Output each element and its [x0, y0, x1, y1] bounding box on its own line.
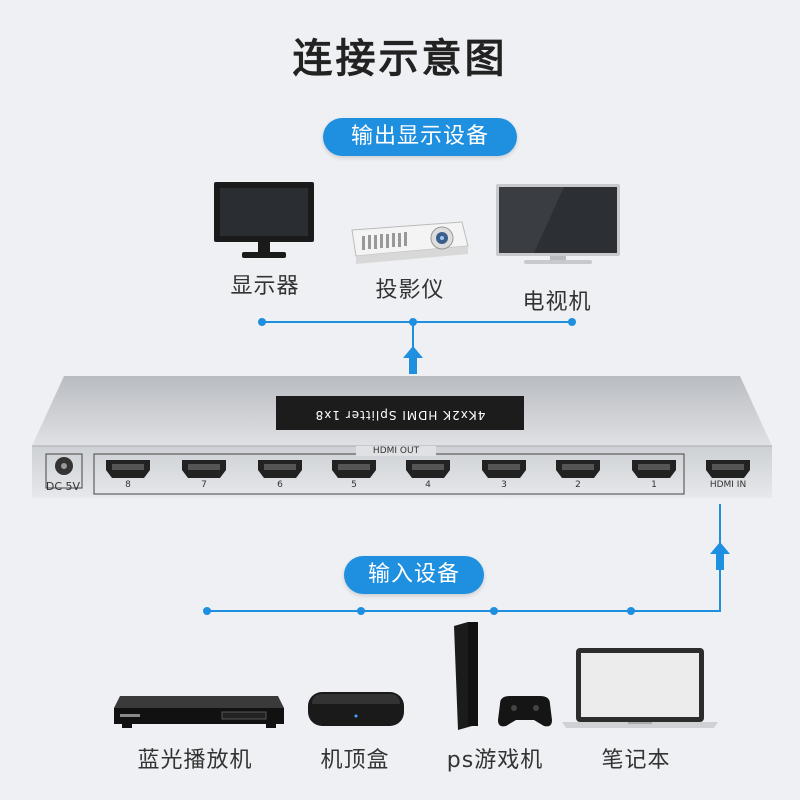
up-arrow-icon — [710, 542, 730, 570]
input-devices-label: 输入设备 — [344, 556, 484, 594]
set-top-box-icon — [304, 688, 408, 732]
hdmi-out-port-6 — [256, 458, 304, 484]
port-label-7: 7 — [201, 480, 207, 490]
tv-icon — [494, 182, 622, 266]
input-riser-line — [719, 568, 721, 612]
port-label-4: 4 — [425, 480, 431, 490]
hdmi-out-label: HDMI OUT — [356, 446, 436, 456]
input-node-bluray — [203, 607, 211, 615]
port-label-1: 1 — [651, 480, 657, 490]
output-device-label-projector: 投影仪 — [375, 278, 445, 303]
hdmi-out-port-3 — [480, 458, 528, 484]
input-device-label-ps: ps游戏机 — [446, 748, 544, 773]
input-device-label-laptop: 笔记本 — [601, 748, 671, 773]
input-node-ps — [490, 607, 498, 615]
power-label: DC 5V — [45, 480, 81, 493]
output-device-label-monitor: 显示器 — [230, 274, 300, 299]
port-label-8: 8 — [125, 480, 131, 490]
input-device-label-settopbox: 机顶盒 — [320, 748, 390, 773]
port-label-5: 5 — [351, 480, 357, 490]
hdmi-out-port-7 — [180, 458, 228, 484]
output-node-tv — [568, 318, 576, 326]
output-device-label-tv: 电视机 — [522, 290, 592, 315]
hdmi-in-label: HDMI IN — [709, 480, 747, 490]
hdmi-out-port-8 — [104, 458, 152, 484]
hdmi-out-port-1 — [630, 458, 678, 484]
splitter-model-label: 4Kx2K HDMI Splitter 1x8 — [314, 408, 486, 422]
port-label-3: 3 — [501, 480, 507, 490]
input-device-label-bluray: 蓝光播放机 — [137, 748, 253, 773]
hdmi-out-port-4 — [404, 458, 452, 484]
bluray-player-icon — [112, 694, 286, 730]
page-title: 连接示意图 — [292, 36, 508, 82]
hdmi-out-port-2 — [554, 458, 602, 484]
output-connection-line — [262, 321, 573, 323]
input-node-settopbox — [357, 607, 365, 615]
output-node-monitor — [258, 318, 266, 326]
port-label-6: 6 — [277, 480, 283, 490]
hdmi-out-port-5 — [330, 458, 378, 484]
input-down-line — [719, 504, 721, 544]
output-devices-label: 输出显示设备 — [323, 118, 517, 156]
input-connection-line — [207, 610, 721, 612]
monitor-icon — [212, 180, 316, 262]
up-arrow-icon — [403, 346, 423, 374]
laptop-icon — [560, 646, 720, 730]
hdmi-in-port — [704, 458, 752, 484]
port-label-2: 2 — [575, 480, 581, 490]
hdmi-splitter-device — [32, 376, 772, 498]
input-node-laptop — [627, 607, 635, 615]
output-up-line — [412, 322, 414, 348]
projector-icon — [346, 216, 472, 266]
game-console-icon — [446, 622, 554, 734]
